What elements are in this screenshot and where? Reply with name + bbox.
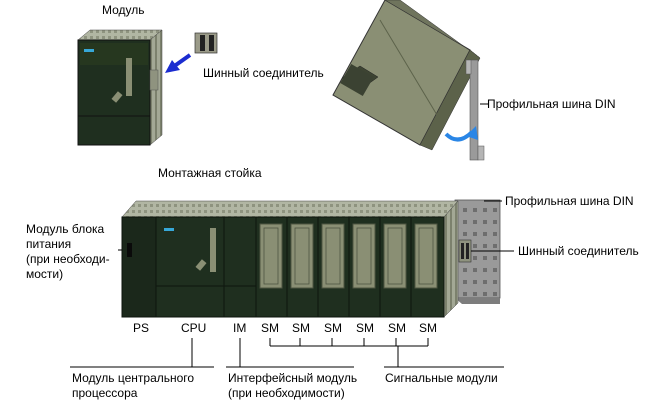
sm-slot-4	[348, 216, 381, 318]
slot-label-ps: PS	[133, 321, 150, 335]
bus-connector-top-illustration	[194, 32, 218, 54]
module-label: Модуль	[102, 3, 145, 17]
bus-connector-rack	[458, 239, 472, 263]
slot-label-sm: SM	[261, 321, 279, 335]
power-supply-label: Модуль блока питания (при необходи- мост…	[26, 222, 110, 281]
bus-connector-rack-label: Шинный соединитель	[518, 244, 639, 258]
sm-slot-5	[379, 216, 412, 318]
sm-slot-3	[317, 216, 350, 318]
interface-module-label: Интерфейсный модуль (при необходимости)	[228, 371, 358, 400]
led-indicator	[84, 49, 94, 52]
slot-label-sm: SM	[356, 321, 374, 335]
din-rail-top-label: Профильная шина DIN	[487, 97, 616, 111]
sm-slot-2	[286, 216, 319, 318]
slot-label-sm: SM	[419, 321, 437, 335]
signal-modules-label: Сигнальные модули	[385, 371, 498, 385]
din-rail-rack-label: Профильная шина DIN	[505, 194, 634, 208]
insert-arrow-icon	[165, 53, 192, 73]
mounting-rack-illustration	[121, 199, 501, 318]
slot-label-sm: SM	[324, 321, 342, 335]
slot-label-sm: SM	[292, 321, 310, 335]
key-switch	[111, 91, 123, 103]
slot-label-im: IM	[233, 321, 247, 335]
slot-label-sm: SM	[388, 321, 406, 335]
leader-lines	[70, 103, 514, 368]
bus-connector-top-label: Шинный соединитель	[203, 66, 324, 80]
cpu-module-label: Модуль центрального процессора	[72, 371, 195, 400]
sm-slot-1	[255, 216, 288, 318]
slot-label-cpu: CPU	[181, 321, 207, 335]
sm-slot-6	[410, 216, 445, 318]
ps-module	[121, 216, 157, 318]
mounting-rack-label: Монтажная стойка	[158, 166, 262, 180]
single-module-illustration	[77, 29, 163, 146]
module-mounting-on-rail-illustration	[332, 0, 485, 161]
im-module	[223, 216, 257, 318]
